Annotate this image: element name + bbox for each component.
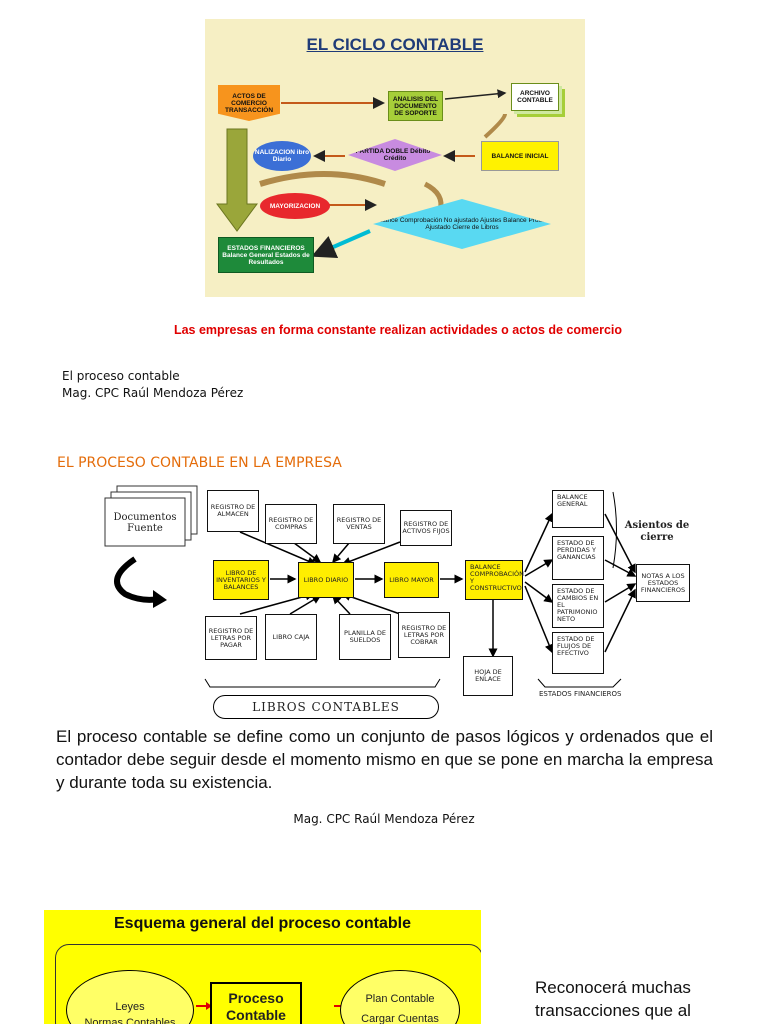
proceso-contable-diagram: Documentos Fuente REGISTRO DE ALMACEN RE… <box>95 484 695 719</box>
estados-body: Balance General Estados de Resultados <box>222 251 310 266</box>
red-caption: Las empresas en forma constante realizan… <box>173 323 623 337</box>
leyes-label: Leyes <box>115 1001 145 1013</box>
estado-flujos-efectivo: ESTADO DE FLUJOS DE EFECTIVO <box>552 632 604 674</box>
registro-almacen: REGISTRO DE ALMACEN <box>207 490 259 532</box>
libro-diario: LIBRO DIARIO <box>298 562 354 598</box>
notas-estados: NOTAS A LOS ESTADOS FINANCIEROS <box>636 564 690 602</box>
estado-cambios-patrimonio: ESTADO DE CAMBIOS EN EL PATRIMONIO NETO <box>552 584 604 628</box>
estados-financieros-box: ESTADOS FINANCIEROS Balance General Esta… <box>218 237 314 273</box>
normas-label: Normas Contables <box>84 1017 176 1024</box>
archivo-box: ARCHIVO CONTABLE <box>511 83 559 111</box>
ciclo-contable-slide: EL CICLO CONTABLE ACTOS DE COMERCIO TRAN… <box>205 19 585 297</box>
asientos-cierre: Asientos de cierre <box>624 520 690 543</box>
libro-mayor: LIBRO MAYOR <box>384 562 439 598</box>
esquema-slide: Esquema general del proceso contable Ley… <box>44 910 481 1024</box>
plan-contable-ellipse: Plan Contable Cargar Cuentas <box>340 970 460 1024</box>
registro-activos: REGISTRO DE ACTIVOS FIJOS <box>400 510 452 546</box>
estados-financieros-label: ESTADOS FINANCIEROS <box>539 690 622 698</box>
hoja-enlace: HOJA DE ENLACE <box>463 656 513 696</box>
analisis-box: ANALISIS DEL DOCUMENTO DE SOPORTE <box>388 91 443 121</box>
balance-inicial-box: BALANCE INICIAL <box>481 141 559 171</box>
esquema-title: Esquema general del proceso contable <box>114 915 411 932</box>
planilla-sueldos: PLANILLA DE SUELDOS <box>339 614 391 660</box>
registro-compras: REGISTRO DE COMPRAS <box>265 504 317 544</box>
credit-author-2: Mag. CPC Raúl Mendoza Pérez <box>293 812 475 826</box>
actos-box: ACTOS DE COMERCIO TRANSACCIÓN <box>218 85 280 121</box>
libro-inventarios: LIBRO DE INVENTARIOS Y BALANCES <box>213 560 269 600</box>
credit-author: Mag. CPC Raúl Mendoza Pérez <box>62 386 244 400</box>
balance-general: BALANCE GENERAL <box>552 490 604 528</box>
registro-ventas: REGISTRO DE VENTAS <box>333 504 385 544</box>
registro-letras-cobrar: REGISTRO DE LETRAS POR COBRAR <box>398 612 450 658</box>
libro-caja: LIBRO CAJA <box>265 614 317 660</box>
definition-paragraph: El proceso contable se define como un co… <box>56 727 713 792</box>
balance-comprobacion: BALANCE comprobación y constructivo <box>465 560 524 600</box>
slide-title: EL CICLO CONTABLE <box>306 35 484 54</box>
estados-title: ESTADOS FINANCIEROS <box>227 244 305 252</box>
diagram-arrows <box>104 485 637 688</box>
credit-title: El proceso contable <box>62 369 180 383</box>
mayorizacion-ellipse: MAYORIZACION <box>260 193 330 219</box>
registro-letras-pagar: REGISTRO DE LETRAS POR PAGAR <box>205 616 257 660</box>
estado-perdidas-ganancias: ESTADO DE PERDIDAS Y GANANCIAS <box>552 536 604 580</box>
ciclo-arrows <box>216 89 507 258</box>
cargar-cuentas-label: Cargar Cuentas <box>361 1013 439 1024</box>
analizacion-ellipse: NALIZACION ibro Diario <box>253 141 311 171</box>
section-heading: EL PROCESO CONTABLE EN LA EMPRESA <box>57 455 342 471</box>
libros-contables-label: LIBROS CONTABLES <box>213 695 439 719</box>
plan-contable-label: Plan Contable <box>365 993 435 1005</box>
documentos-fuente: Documentos Fuente <box>113 512 177 534</box>
proceso-contable-box: Proceso Contable <box>210 982 302 1024</box>
esquema-frame <box>55 944 481 1024</box>
side-text: Reconocerá muchas transacciones que al <box>535 978 691 1020</box>
